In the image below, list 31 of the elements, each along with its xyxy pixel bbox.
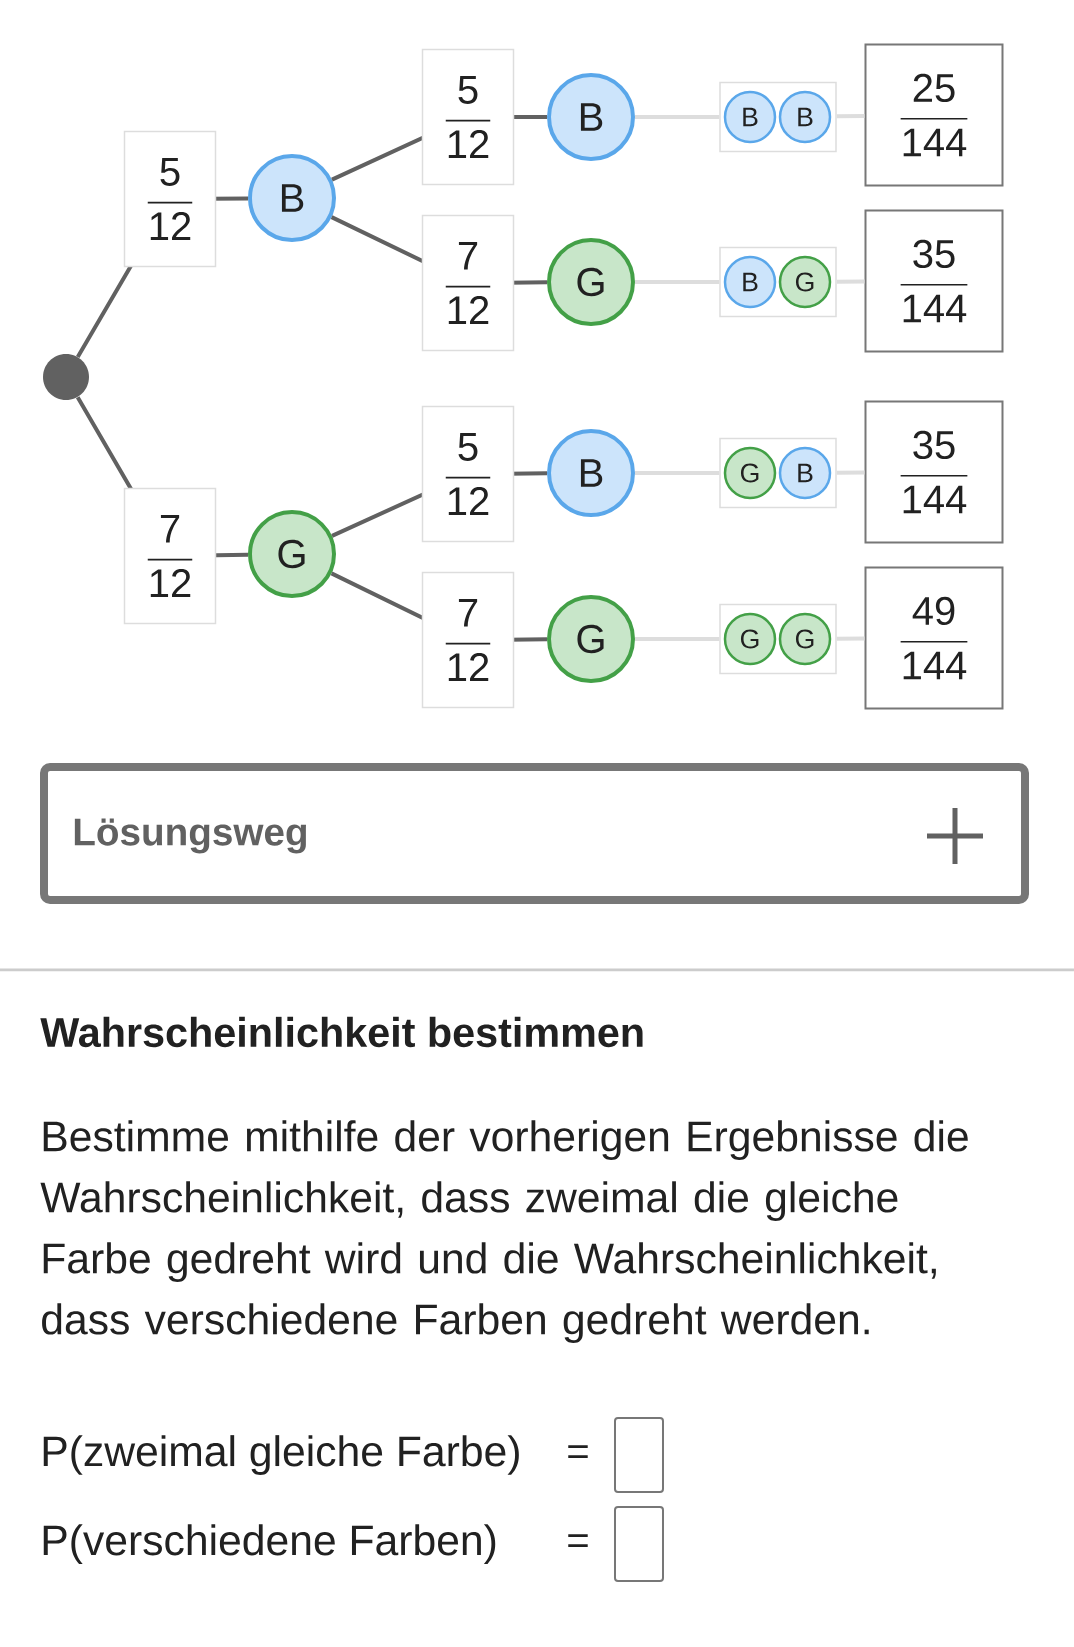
result-box: $\frac{35}{144}$ — [864, 209, 1004, 353]
probability-label: $\frac{7}{12}$ — [421, 571, 515, 709]
expand-panel — [40, 763, 1029, 904]
probability-expression: P(zweimal gleiche Farbe) — [43, 1435, 519, 1475]
outcome-pair: G B — [719, 437, 837, 509]
branch-line — [635, 115, 720, 119]
branch-line — [836, 113, 865, 119]
outcome-pair: B B — [719, 81, 837, 153]
root-dot — [43, 354, 89, 400]
probability-label: $\frac{5}{12}$ — [421, 405, 515, 543]
outcome-pair: G G — [719, 603, 837, 675]
result-box: $\frac{25}{144}$ — [864, 43, 1004, 187]
result-box: $\frac{49}{144}$ — [864, 566, 1004, 710]
outcome-pair: B G — [719, 246, 837, 318]
probability-label: $\frac{7}{12}$ — [421, 214, 515, 352]
probability-label: $\frac{5}{12}$ — [421, 48, 515, 186]
branch-line — [635, 637, 720, 641]
branch-line — [836, 279, 865, 284]
section-heading: Wahrscheinlichkeit bestimmen — [40, 1016, 643, 1048]
equals-sign: = — [568, 1445, 588, 1459]
equals-sign: = — [568, 1534, 588, 1548]
probability-label: $\frac{7}{12}$ — [123, 487, 217, 625]
probability-label: $\frac{5}{12}$ — [123, 130, 217, 268]
task-text: Bestimme mithilfe der vorherigen Ergebnisse die Wahrscheinlichkeit, dass zweimal die gleiche Farbe gedreht wird und die Wahrscheinlichkeit, dass verschiedene Farben gedreht werden. — [40, 1120, 968, 1344]
result-box: $\frac{35}{144}$ — [864, 400, 1004, 544]
branch-line — [635, 471, 720, 475]
panel-title: Lösungsweg — [74, 818, 306, 854]
branch-line — [836, 636, 865, 641]
probability-expression: P(verschiedene Farben) — [43, 1524, 496, 1564]
branch-line — [836, 470, 865, 475]
branch-line — [635, 280, 720, 284]
